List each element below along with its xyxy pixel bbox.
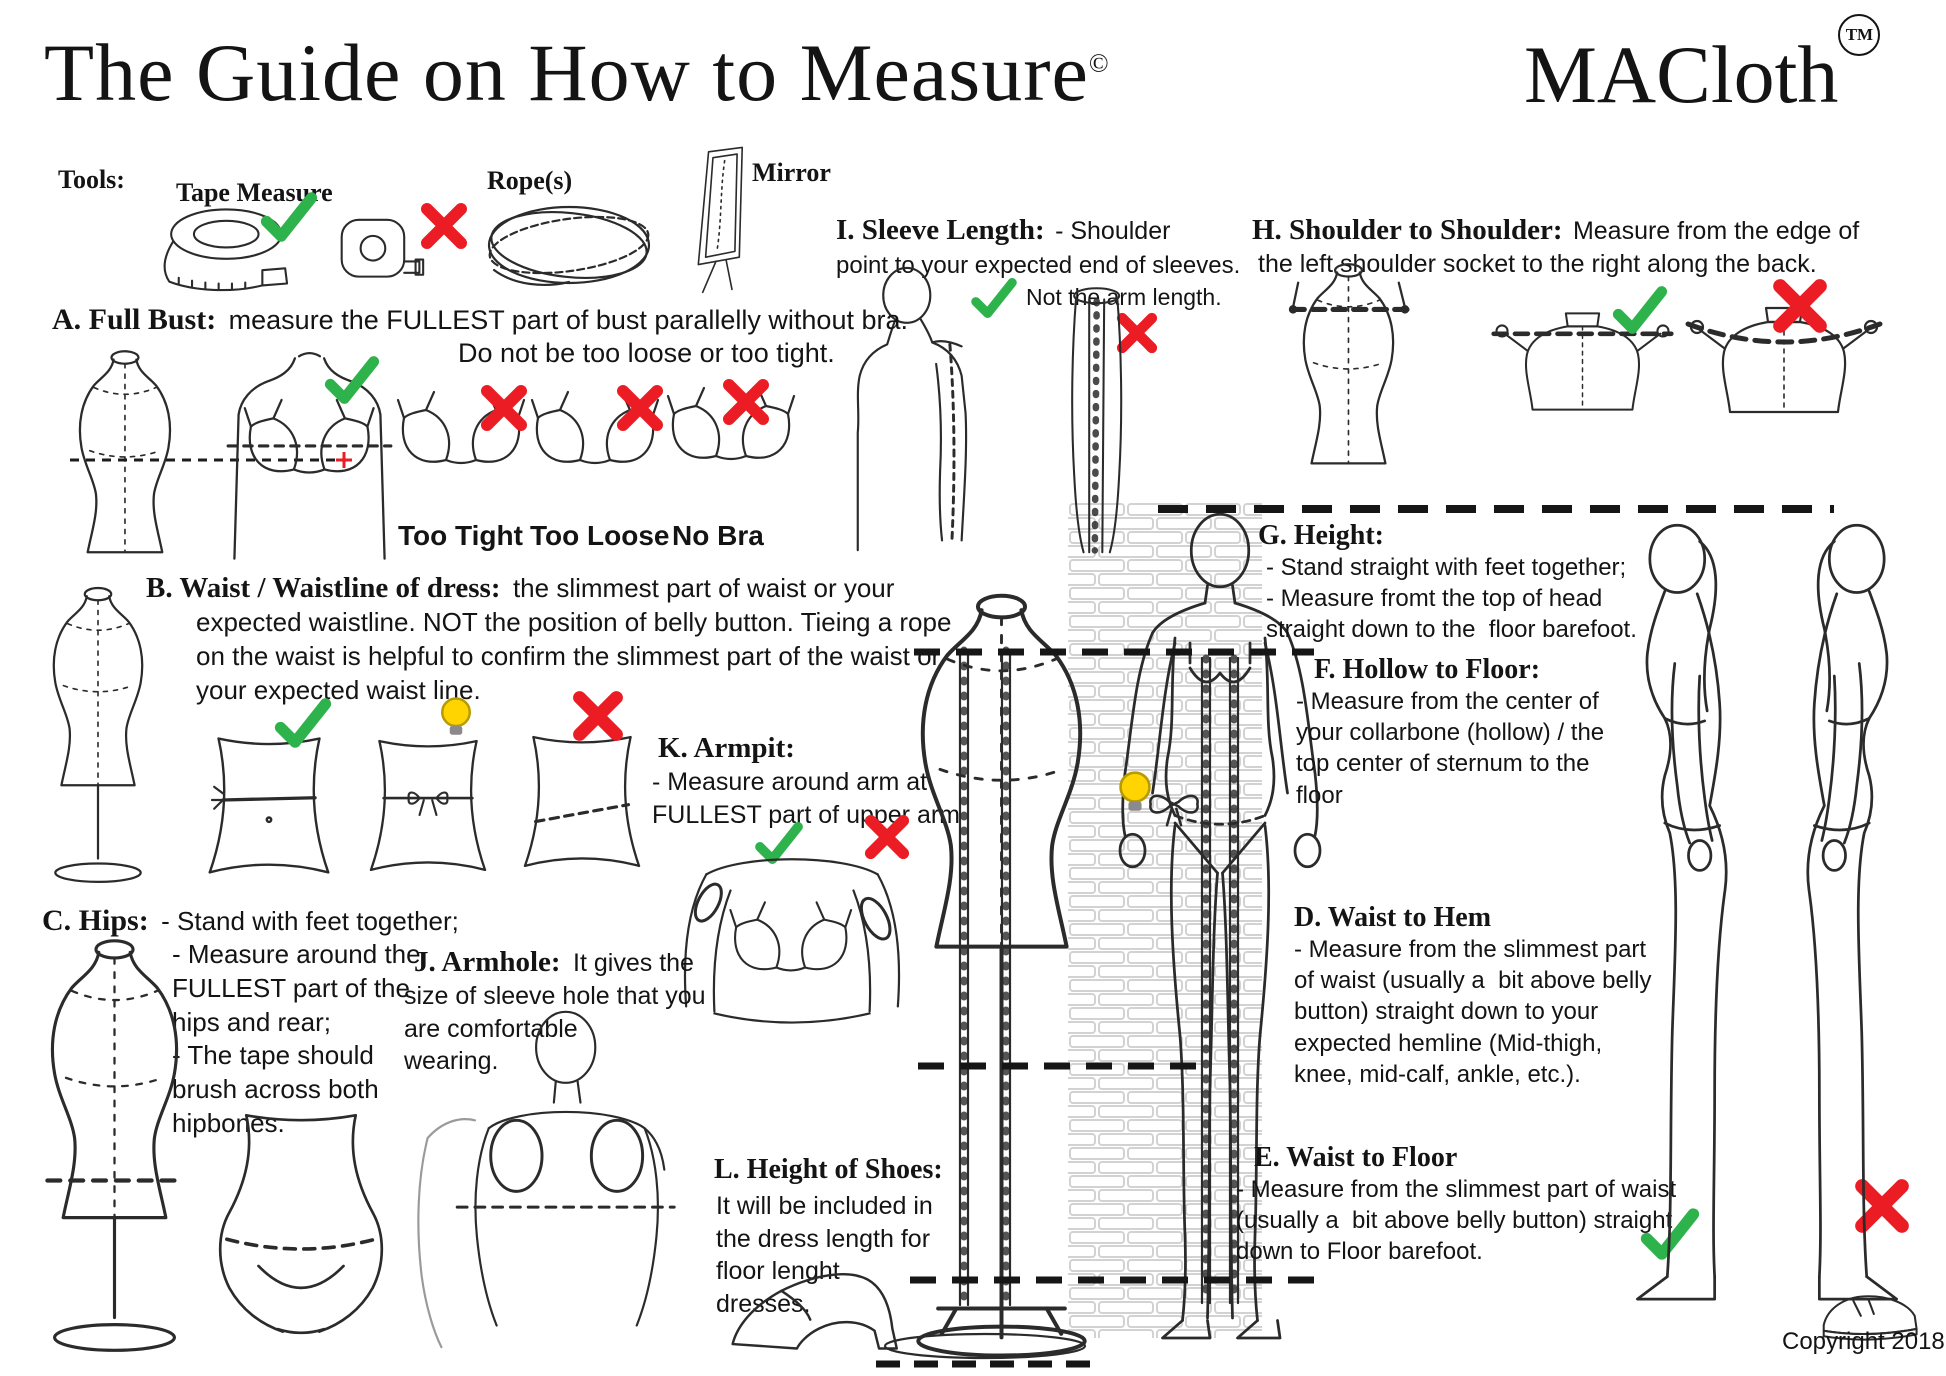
lightbulb-icon	[441, 697, 471, 736]
section-b-lead: the slimmest part of waist or your	[512, 573, 895, 603]
section-h-text: the left shoulder socket to the right al…	[1258, 250, 1817, 278]
cross-icon	[722, 378, 770, 426]
section-i-lead: - Shoulder	[1055, 217, 1171, 245]
cross-icon	[572, 690, 624, 742]
height-top-line	[1158, 505, 1834, 513]
brand-name: MACloth	[1524, 29, 1839, 120]
section-e-title: E. Waist to Floor	[1254, 1142, 1458, 1173]
section-j-title: J. Armhole:	[414, 946, 561, 978]
cross-icon	[616, 384, 664, 432]
rope-label: Rope(s)	[487, 166, 573, 195]
section-a-heading: A. Full Bust: measure the FULLEST part o…	[52, 303, 908, 337]
measuring-tape-strip	[1228, 654, 1240, 1307]
caption-no-bra: No Bra	[672, 520, 764, 551]
mirror-icon	[697, 146, 744, 294]
section-e-heading: E. Waist to Floor	[1254, 1142, 1457, 1174]
shoulder-back-correct-figure	[1491, 312, 1674, 411]
cross-icon	[480, 384, 528, 432]
section-f-text: - Measure from the center of your collar…	[1296, 688, 1605, 809]
mirror-label: Mirror	[752, 158, 831, 187]
hollow-line	[914, 648, 1314, 656]
section-h-title: H. Shoulder to Shoulder:	[1252, 214, 1563, 246]
shoulder-form-figure	[1288, 263, 1410, 465]
bust-measure-line	[70, 452, 352, 468]
section-c-heading: C. Hips: - Stand with feet together;	[42, 904, 459, 938]
section-i-note: Not the arm length.	[1026, 284, 1222, 310]
page-title-text: The Guide on How to Measure	[44, 27, 1089, 118]
section-d-title: D. Waist to Hem	[1294, 902, 1492, 933]
floor-line	[910, 1276, 1314, 1284]
section-j-lead: It gives the	[573, 949, 694, 977]
copyright-mark: ©	[1088, 48, 1110, 78]
section-l-heading: L. Height of Shoes:	[714, 1154, 943, 1186]
side-body-figure-barefoot	[1636, 523, 1728, 1301]
hips-dress-form-figure	[45, 939, 184, 1352]
cross-icon	[420, 202, 468, 250]
section-l-text: It will be included in the dress length …	[716, 1192, 933, 1318]
tools-label: Tools:	[58, 165, 125, 194]
section-l-title: L. Height of Shoes:	[714, 1154, 943, 1185]
rope-icon	[485, 203, 653, 287]
section-a-text: measure the FULLEST part of bust paralle…	[228, 305, 908, 335]
pedestal-base-line	[876, 1332, 1094, 1368]
cross-icon	[1772, 278, 1828, 334]
section-g-text: - Stand straight with feet together; - M…	[1266, 554, 1637, 644]
section-c-title: C. Hips:	[42, 904, 149, 937]
section-i-heading: I. Sleeve Length: - Shoulder	[836, 214, 1170, 247]
metal-tape-icon	[340, 218, 425, 278]
caption-too-loose: Too Loose	[530, 520, 670, 551]
shoulder-back-wrong-figure	[1685, 306, 1883, 414]
section-h-lead: Measure from the edge of	[1572, 217, 1860, 245]
hips-closeup-figure	[218, 1113, 384, 1335]
section-g-title: G. Height:	[1258, 520, 1384, 551]
check-icon	[1614, 286, 1666, 334]
waist-correct-figure	[190, 732, 348, 880]
check-icon	[276, 698, 330, 748]
measuring-tape-strip	[958, 646, 970, 1309]
section-e-text: - Measure from the slimmest part of wais…	[1236, 1176, 1677, 1266]
section-a-text2: Do not be too loose or too tight.	[458, 338, 835, 368]
section-b-title: B. Waist / Waistline of dress:	[146, 572, 501, 604]
side-body-figure-with-shoes	[1806, 523, 1898, 1301]
rope-bow-icon	[1149, 794, 1199, 827]
measuring-tape-strip	[1000, 646, 1012, 1309]
hem-line	[918, 1062, 1210, 1070]
section-h-heading: H. Shoulder to Shoulder: Measure from th…	[1252, 214, 1859, 247]
page-title: The Guide on How to Measure©	[44, 26, 1110, 120]
section-k-title: K. Armpit:	[658, 732, 795, 764]
section-f-heading: F. Hollow to Floor:	[1314, 654, 1540, 686]
waist-dress-form-figure	[52, 586, 144, 883]
copyright-text: Copyright 2018	[1782, 1328, 1945, 1355]
caption-too-tight: Too Tight	[398, 520, 523, 551]
section-d-heading: D. Waist to Hem	[1294, 902, 1491, 934]
check-icon	[326, 356, 378, 404]
section-i-text: point to your expected end of sleeves.	[836, 252, 1241, 279]
section-f-title: F. Hollow to Floor:	[1314, 654, 1541, 685]
section-j-text: size of sleeve hole that you are comfort…	[404, 982, 706, 1075]
measuring-tape-strip	[1200, 654, 1212, 1307]
section-k-heading: K. Armpit:	[658, 732, 795, 765]
section-c-lead: - Stand with feet together;	[161, 906, 459, 936]
section-a-title: A. Full Bust:	[52, 303, 217, 336]
section-b-heading: B. Waist / Waistline of dress: the slimm…	[146, 572, 894, 605]
waist-wrong-figure	[506, 726, 658, 878]
section-g-heading: G. Height:	[1258, 520, 1384, 552]
armhole-figure	[416, 1010, 676, 1349]
section-j-heading: J. Armhole: It gives the	[414, 946, 694, 979]
waist-rope-figure	[352, 732, 504, 880]
section-d-text: - Measure from the slimmest part of wais…	[1294, 936, 1652, 1088]
check-icon	[262, 192, 316, 242]
section-c-text: - Measure around the FULLEST part of the…	[172, 939, 421, 1138]
section-k-text: - Measure around arm at FULLEST part of …	[652, 768, 961, 829]
section-b-text: expected waistline. NOT the position of …	[196, 607, 952, 705]
section-i-title: I. Sleeve Length:	[836, 214, 1045, 246]
trademark-mark: TM	[1838, 14, 1881, 56]
